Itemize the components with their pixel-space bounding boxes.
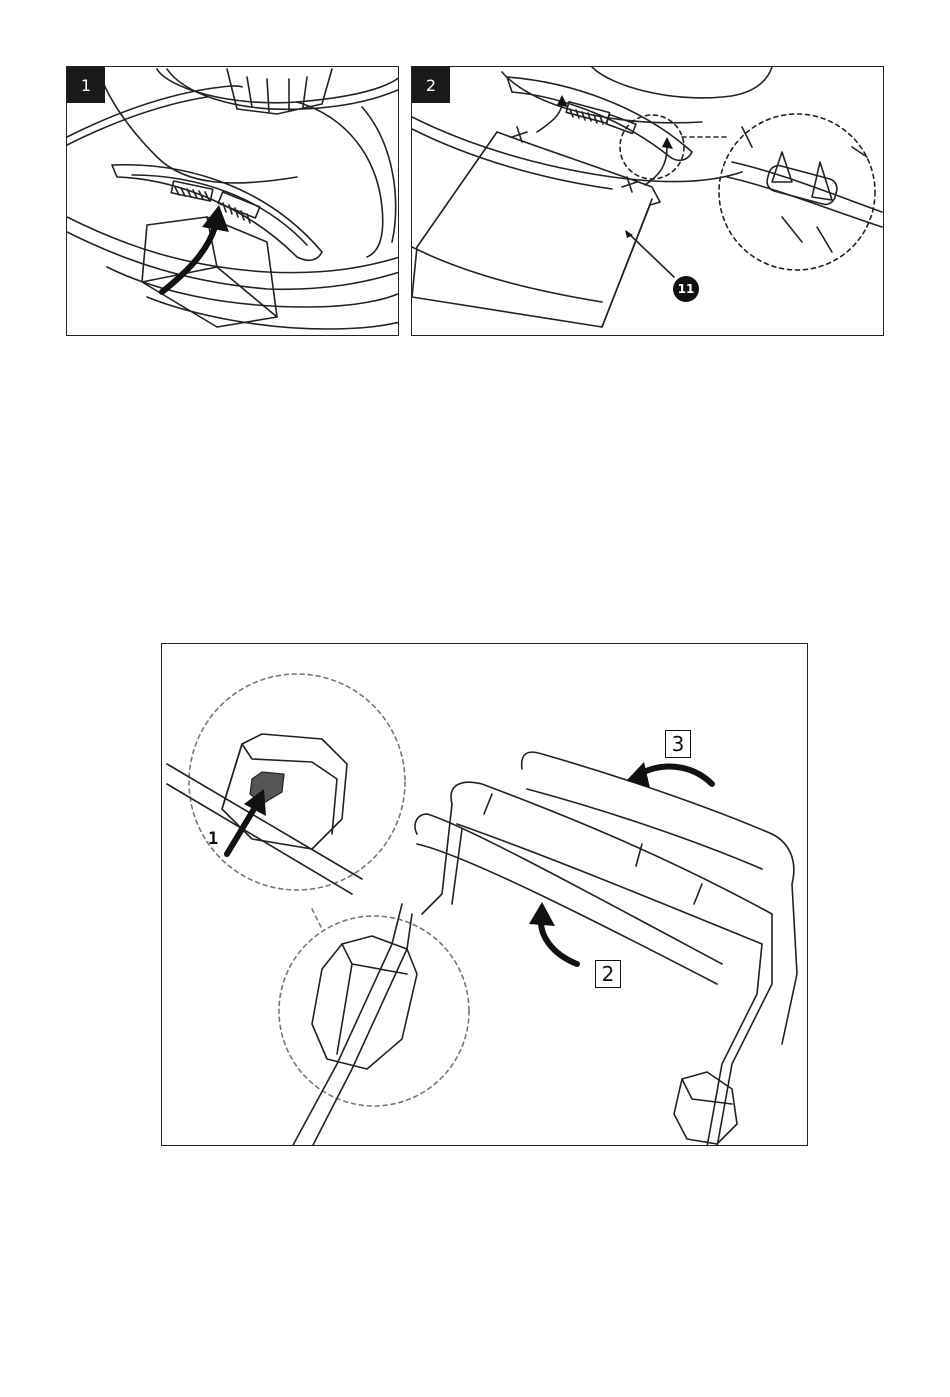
step-badge-1: 1 <box>67 67 105 103</box>
figure-3-drawing <box>162 644 808 1146</box>
step-badge-2: 2 <box>412 67 450 103</box>
step-label-2: 2 <box>595 960 621 988</box>
detail-label-1: 1 <box>208 829 218 849</box>
figure-1-panel: 1 <box>66 66 399 336</box>
figure-2-panel: 2 11 <box>411 66 884 336</box>
figure-3-panel: 1 2 3 <box>161 643 808 1146</box>
step-label-3: 3 <box>665 730 691 758</box>
figure-2-drawing <box>412 67 884 336</box>
figure-1-drawing <box>67 67 399 336</box>
part-callout-11: 11 <box>673 276 699 302</box>
